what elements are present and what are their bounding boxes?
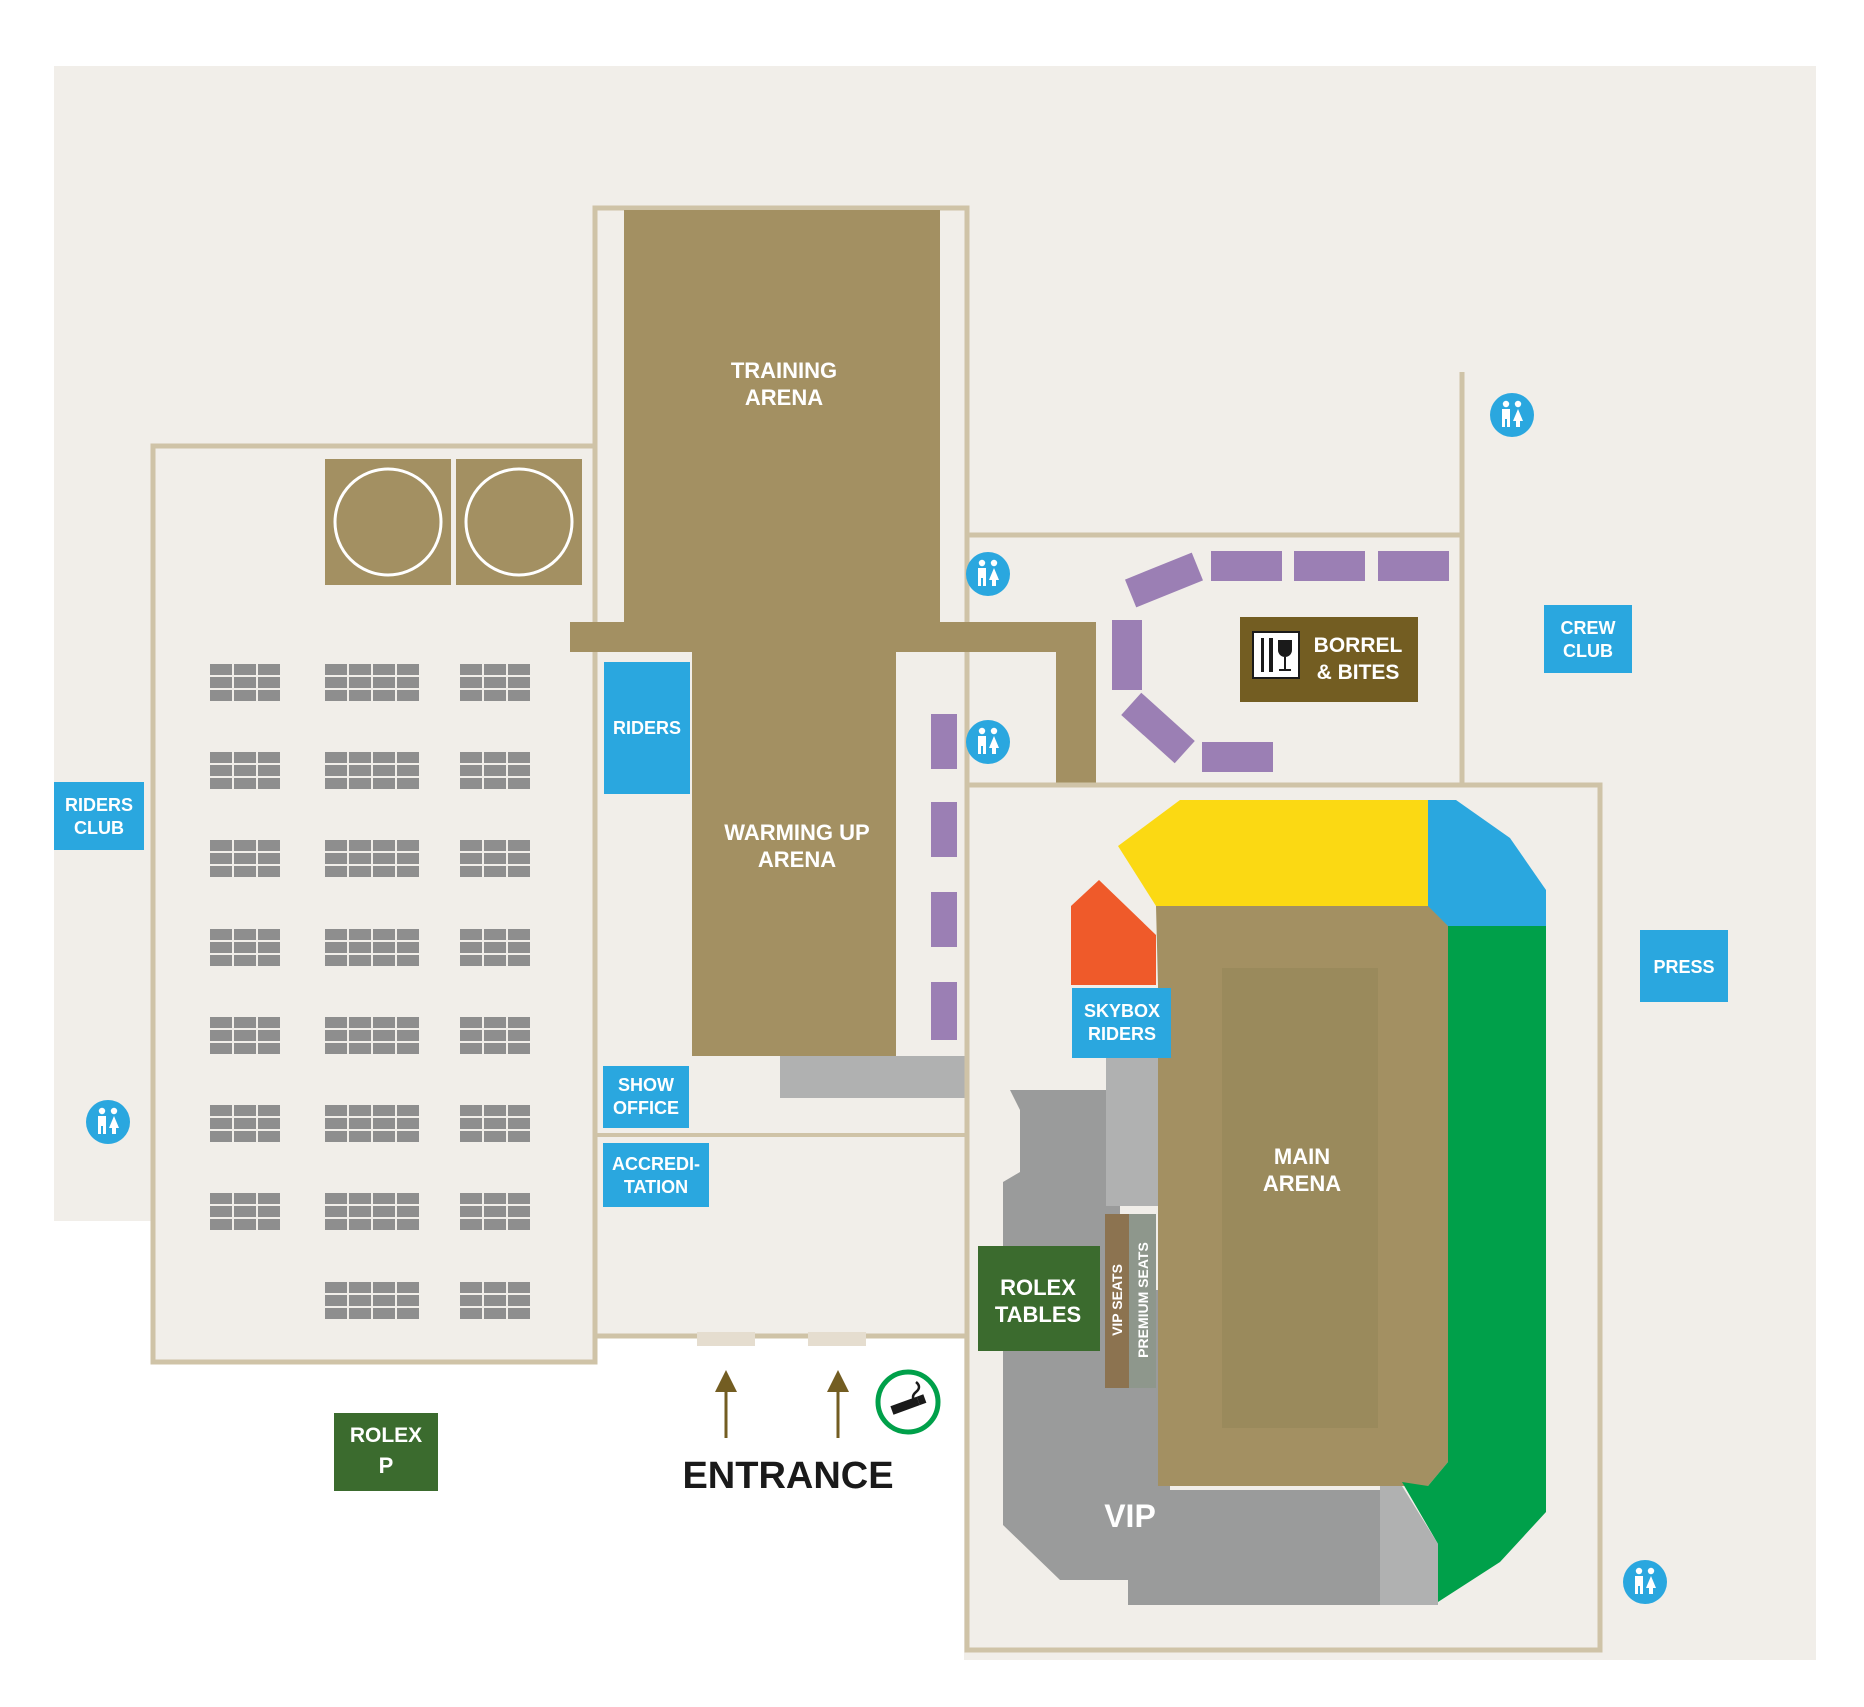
lunging-ring-1 — [325, 459, 451, 585]
riders-club[interactable] — [54, 782, 144, 850]
vip-label: VIP — [1104, 1498, 1156, 1534]
warmup-bar-units — [931, 714, 957, 1040]
main-arena-label-1: MAIN — [1274, 1144, 1330, 1169]
training-arena-label-2: ARENA — [745, 385, 823, 410]
riders-club-label-2: CLUB — [74, 818, 124, 838]
stand-grey-corner — [1380, 1486, 1438, 1605]
entrance-arrow-icon — [827, 1370, 849, 1438]
rolex-parking[interactable] — [334, 1413, 438, 1491]
show-office[interactable] — [603, 1066, 689, 1128]
premium-seats-label: PREMIUM SEATS — [1135, 1242, 1151, 1358]
vip-area[interactable] — [1003, 1090, 1385, 1605]
premium-seats[interactable] — [1129, 1214, 1156, 1388]
main-arena-label-2: ARENA — [1263, 1171, 1341, 1196]
lunging-ring-1-circle — [333, 467, 443, 577]
toilet-icon — [966, 552, 1010, 596]
stand-blue[interactable] — [1428, 800, 1546, 926]
show-office-label-2: OFFICE — [613, 1098, 679, 1118]
skybox-riders-label-1: SKYBOX — [1084, 1001, 1160, 1021]
rolex-tables-label-2: TABLES — [995, 1302, 1081, 1327]
rolex-tables-label-1: ROLEX — [1000, 1275, 1076, 1300]
vip-lounge-light — [1106, 1058, 1158, 1206]
borrel-bites-label-2: & BITES — [1317, 661, 1400, 684]
crew-club-label-1: CREW — [1561, 618, 1616, 638]
hospitality-area-outline — [968, 372, 1465, 785]
rolex-parking-label-1: ROLEX — [350, 1424, 422, 1447]
rolex-tables[interactable] — [978, 1246, 1100, 1351]
borrel-bites-label-1: BORREL — [1314, 634, 1403, 657]
show-office-label-1: SHOW — [618, 1075, 674, 1095]
lunging-ring-2 — [456, 459, 582, 585]
crew-club[interactable] — [1544, 605, 1632, 673]
rolex-parking-label-2: P — [379, 1453, 394, 1478]
skybox-riders-label-2: RIDERS — [1088, 1024, 1156, 1044]
warming-up-arena-label-1: WARMING UP — [724, 820, 869, 845]
vip-seats-label: VIP SEATS — [1109, 1264, 1125, 1336]
entrance-gate-1 — [697, 1332, 755, 1346]
warming-up-arena-label-2: ARENA — [758, 847, 836, 872]
stand-green[interactable] — [1402, 926, 1546, 1602]
main-arena-field — [1222, 968, 1378, 1428]
riders-room[interactable] — [604, 662, 690, 794]
hospitality-bar-units — [1112, 551, 1449, 772]
skybox-riders[interactable] — [1072, 988, 1171, 1058]
food-drink-icon — [1252, 631, 1300, 679]
riders-club-label-1: RIDERS — [65, 795, 133, 815]
smoking-area-icon — [875, 1369, 941, 1435]
press-label: PRESS — [1653, 957, 1714, 977]
training-arena — [624, 210, 940, 640]
accreditation-label-2: TATION — [624, 1177, 688, 1197]
accreditation[interactable] — [603, 1143, 709, 1207]
entrance-label: ENTRANCE — [682, 1455, 893, 1497]
training-arena-label-1: TRAINING — [731, 358, 837, 383]
press-room[interactable] — [1640, 930, 1728, 1002]
crew-club-label-2: CLUB — [1563, 641, 1613, 661]
riders-label: RIDERS — [613, 718, 681, 738]
toilet-icon — [966, 720, 1010, 764]
toilet-icon — [1490, 393, 1534, 437]
toilet-icon — [1623, 1560, 1667, 1604]
warming-up-arena — [692, 640, 896, 1056]
accreditation-label-1: ACCREDI- — [612, 1154, 700, 1174]
stand-yellow[interactable] — [1118, 800, 1428, 906]
vip-seats[interactable] — [1105, 1214, 1129, 1388]
toilet-icon — [86, 1100, 130, 1144]
lunging-ring-2-circle — [464, 467, 574, 577]
entrance-arrow-icon — [715, 1370, 737, 1438]
stand-orange[interactable] — [1071, 880, 1156, 985]
entrance-gate-2 — [808, 1332, 866, 1346]
horse-walkway — [570, 622, 1180, 935]
